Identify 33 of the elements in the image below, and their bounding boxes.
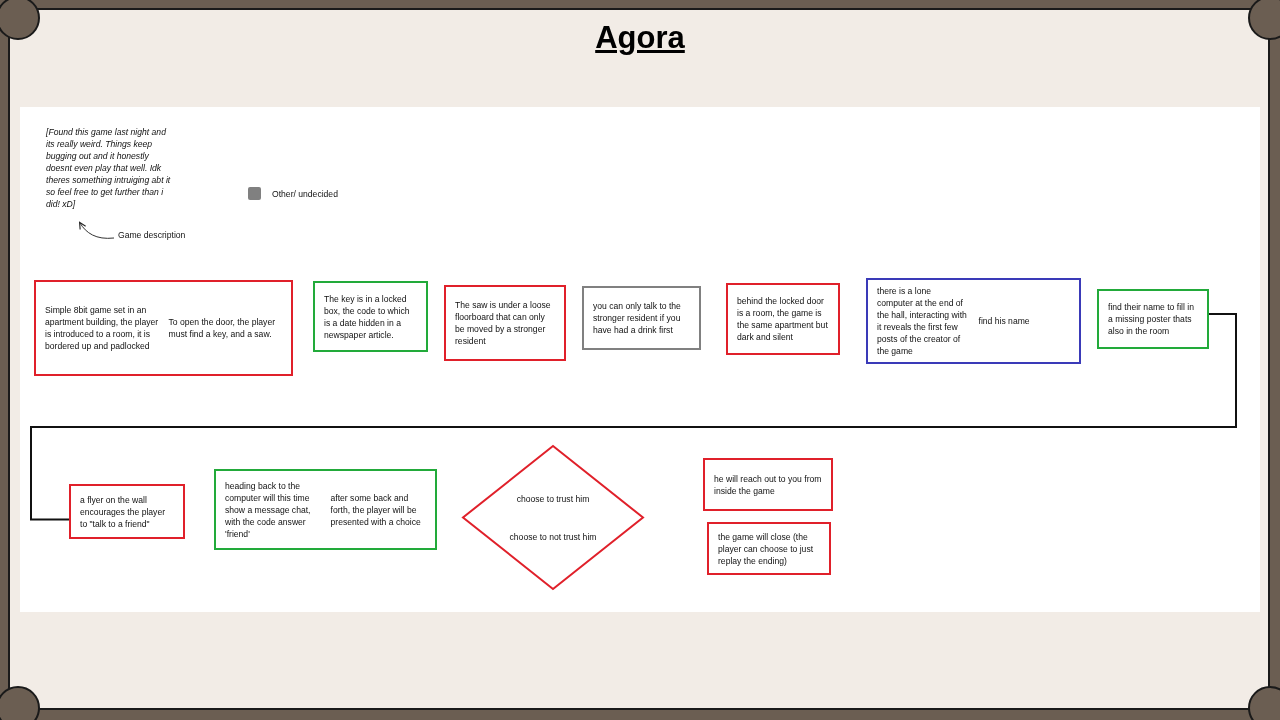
- step-box: [707, 522, 831, 575]
- annotation-text: [Found this game last night and its really weird. Things keep bugging out and it honestly doesnt even play that well. Idk theres something intruiging abt it so feel free to get further than i did! xD]: [46, 126, 172, 210]
- step-text: behind the locked door is a room, the game is the same apartment but dark and silent: [737, 295, 829, 343]
- step-box: [69, 484, 185, 539]
- step-box: [214, 469, 437, 550]
- step-box: [34, 280, 293, 376]
- step-box: [444, 285, 566, 361]
- step-text: there is a lone computer at the end of the hall, interacting with it reveals the first few posts of the creator of the game: [877, 285, 968, 357]
- step-text: the game will close (the player can choose to just replay the ending): [718, 530, 815, 567]
- step-text: you can only talk to the stronger resident if you have had a drink first: [593, 300, 682, 336]
- curved-arrow: [79, 221, 115, 239]
- legend-label: Other/ undecided: [272, 188, 338, 199]
- step-box: [726, 283, 840, 355]
- step-text: find their name to fill in a missing poster thats also in the room: [1108, 301, 1195, 337]
- step-text: a flyer on the wall encourages the player to "talk to a friend": [80, 493, 167, 530]
- step-box: [866, 278, 1081, 364]
- step-box: [313, 281, 428, 352]
- step-text: he will reach out to you from inside the game: [714, 472, 822, 497]
- step-box: [1097, 289, 1209, 349]
- step-box: [703, 458, 833, 511]
- step-box: [582, 286, 701, 350]
- step-text: heading back to the computer will this time show a message chat, with the code answer 'friend': [225, 479, 312, 540]
- connector-line: [30, 313, 1237, 521]
- step-text: find his name: [978, 315, 1031, 327]
- step-text: after some back and forth, the player will be presented with a choice: [330, 491, 422, 528]
- step-text: The saw is under a loose floorboard that can only be moved by a stronger resident: [455, 299, 552, 347]
- title: Agora: [594, 20, 686, 56]
- choice-text: choose to trust him: [516, 492, 590, 505]
- annotation-text: Game description: [118, 229, 186, 241]
- choice-text: choose to not trust him: [509, 530, 597, 543]
- step-text: To open the door, the player must find a key, and a saw.: [168, 316, 277, 340]
- step-text: Simple 8bit game set in an apartment building, the player is introduced to a room, it is bordered up and padlocked: [45, 304, 159, 352]
- step-text: The key is in a locked box, the code to which is a date hidden in a newspaper article.: [324, 292, 411, 341]
